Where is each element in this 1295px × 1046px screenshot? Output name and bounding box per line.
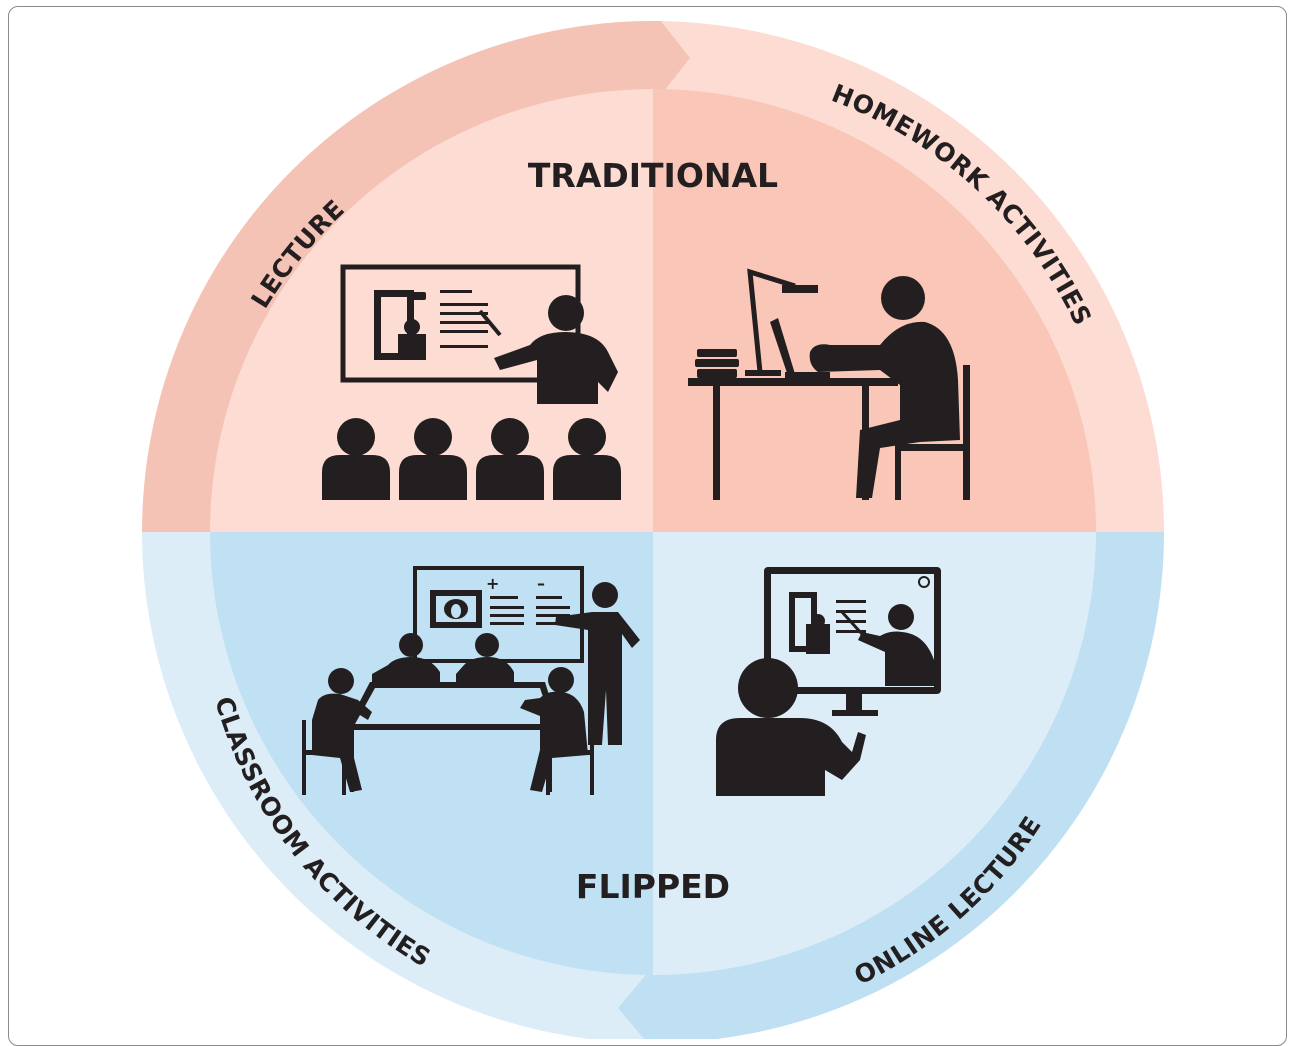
svg-text:+: + — [486, 574, 499, 593]
cycle-arrow-bottom — [618, 970, 700, 1039]
label-flipped: FLIPPED — [576, 867, 730, 906]
quadrant-lecture — [210, 89, 653, 532]
quadrant-online — [653, 532, 1096, 975]
quadrant-classroom — [210, 532, 653, 975]
label-traditional: TRADITIONAL — [528, 156, 778, 195]
svg-text:–: – — [537, 574, 545, 593]
cycle-arrow-top — [600, 21, 690, 96]
lecture-classroom-icon — [322, 264, 621, 500]
group-table-discussion-icon: + – — [302, 566, 640, 795]
quadrant-homework — [653, 89, 1096, 532]
student-desk-lamp-icon — [688, 268, 970, 500]
online-video-lecture-icon — [716, 567, 941, 796]
inner-disc — [210, 89, 1096, 975]
